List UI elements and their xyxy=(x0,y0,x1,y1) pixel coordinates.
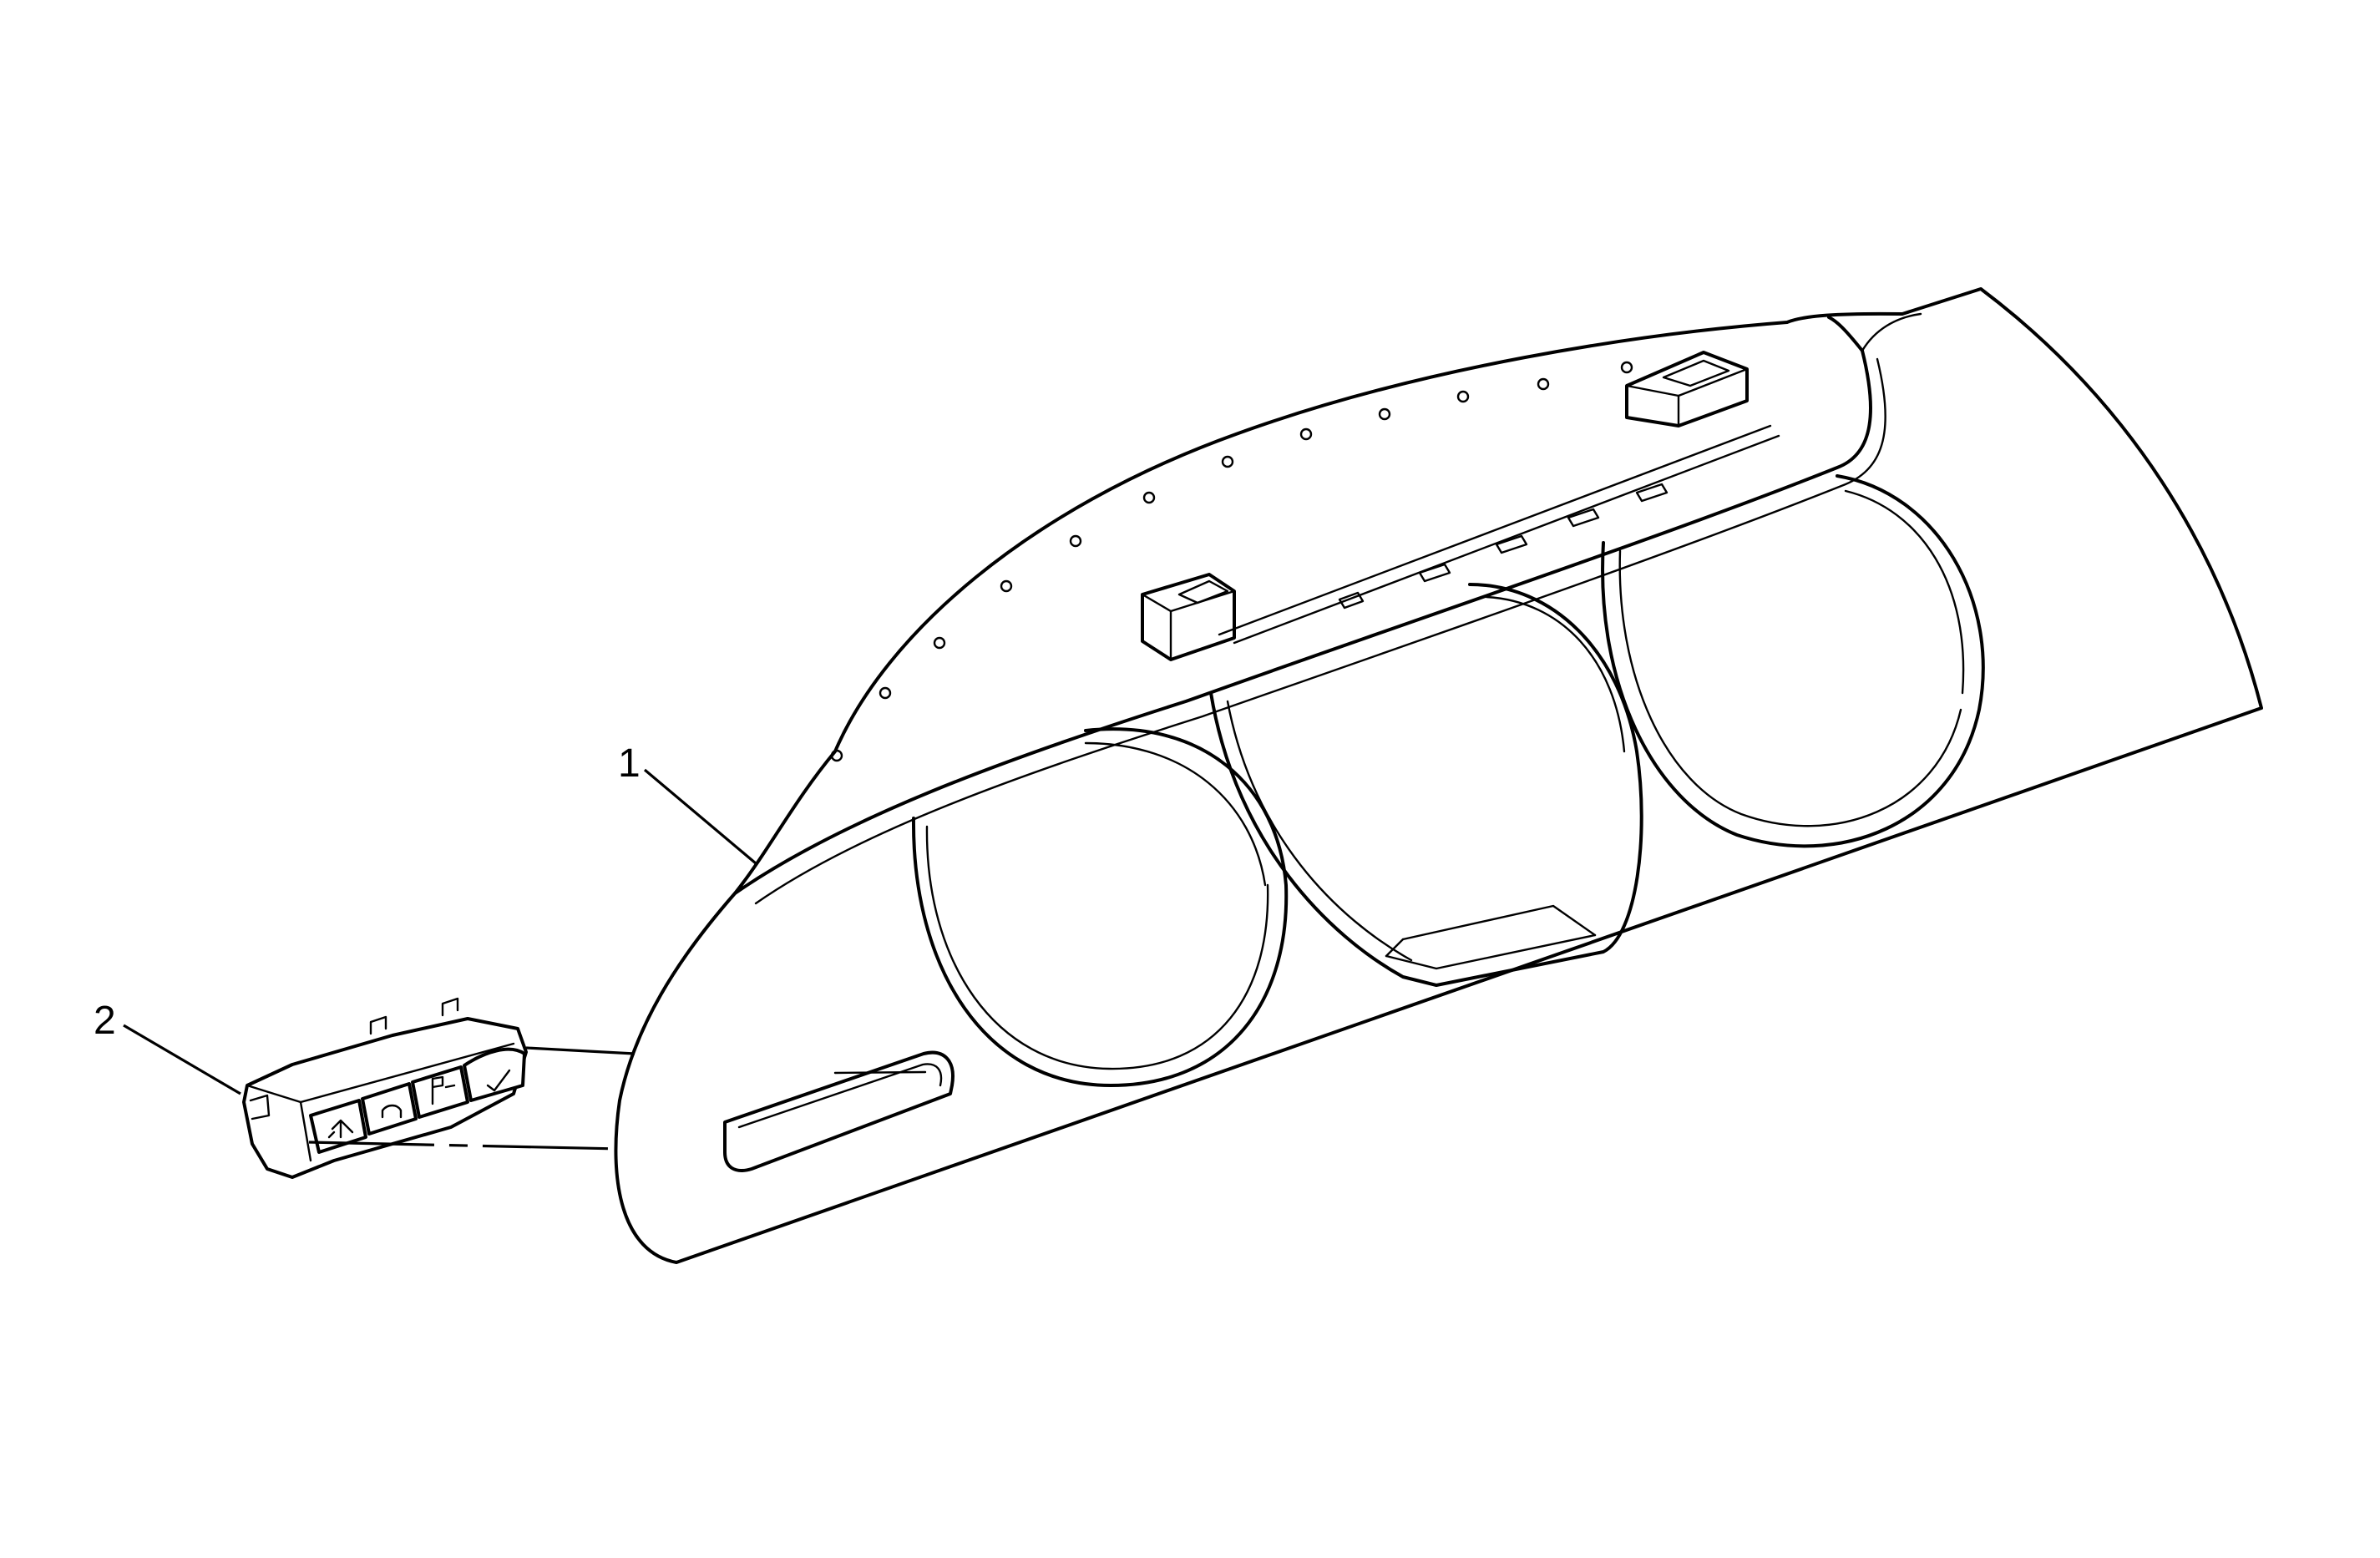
switch-icon-2 xyxy=(381,1104,403,1119)
callout-1-leader xyxy=(643,768,757,865)
bezel-retaining-clip-right xyxy=(1625,351,1749,427)
bezel-top-rail xyxy=(1218,424,1780,645)
callout-1-label: 1 xyxy=(618,741,641,786)
install-line-lower xyxy=(308,1141,620,1151)
bezel-retaining-clip-left xyxy=(1141,573,1236,661)
callout-1: 1 xyxy=(618,741,757,865)
bezel-front-rim-inner xyxy=(754,357,1886,905)
bezel-outer-shell xyxy=(614,287,2263,1264)
callout-2: 2 xyxy=(94,999,241,1095)
switch-icon-1 xyxy=(327,1119,354,1139)
bezel-mounting-tabs xyxy=(830,361,1633,762)
cluster-bezel xyxy=(614,287,2263,1264)
switch-module xyxy=(242,997,528,1179)
bezel-rim-corner xyxy=(1861,312,1922,352)
bezel-front-rim xyxy=(733,316,1872,895)
callout-2-leader xyxy=(123,1024,241,1095)
gauge-opening-center xyxy=(1209,583,1643,987)
install-line-upper xyxy=(525,1046,636,1055)
bezel-indicator-window xyxy=(723,1050,955,1172)
switch-button-3[interactable] xyxy=(411,1065,469,1119)
switch-button-4[interactable] xyxy=(463,1047,526,1102)
callout-2-label: 2 xyxy=(94,999,116,1043)
switch-icon-4 xyxy=(486,1069,511,1092)
switch-button-2[interactable] xyxy=(361,1082,418,1136)
gauge-opening-left xyxy=(911,727,1289,1087)
gauge-opening-right xyxy=(1601,474,1985,848)
switch-button-1[interactable] xyxy=(309,1099,367,1154)
switch-icon-3 xyxy=(431,1075,456,1105)
